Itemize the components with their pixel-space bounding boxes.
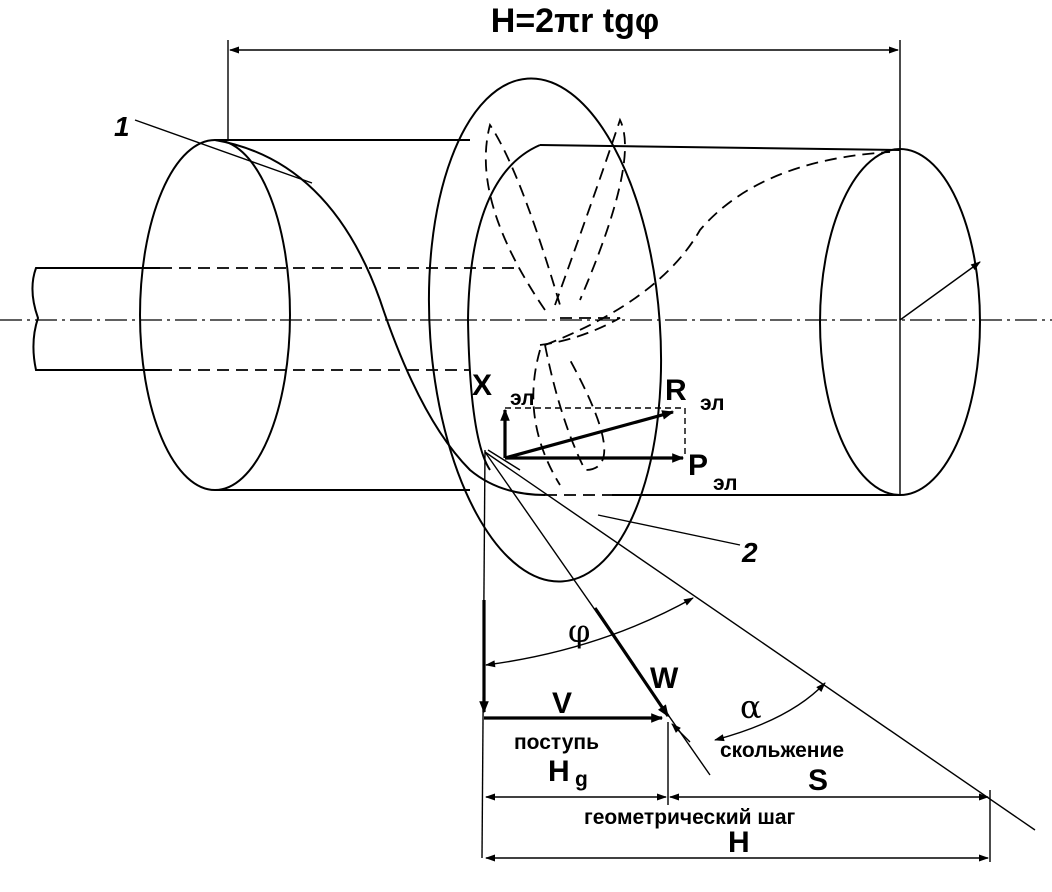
helix-line-1 bbox=[214, 139, 891, 496]
bottom-dimensions bbox=[485, 722, 991, 862]
radius-arrow bbox=[899, 261, 981, 321]
hg-label: H bbox=[548, 755, 570, 788]
x-force-label: X bbox=[472, 369, 492, 402]
title-formula: H=2πr tgφ bbox=[491, 2, 659, 40]
phi-label: φ bbox=[568, 612, 590, 650]
advance-label: поступь bbox=[514, 731, 599, 754]
top-dimension: H=2πr tgφ bbox=[227, 2, 901, 320]
p-force-label: P bbox=[688, 449, 708, 482]
leader-part-2 bbox=[597, 514, 741, 546]
phi-angle-arc bbox=[485, 597, 694, 668]
velocity-triangle bbox=[479, 449, 1036, 859]
x-force-subscript: эл bbox=[510, 387, 534, 410]
s-label: S bbox=[808, 764, 828, 797]
hg-subscript: g bbox=[575, 768, 588, 791]
part-label-2: 2 bbox=[741, 537, 758, 568]
r-force-subscript: эл bbox=[700, 392, 724, 415]
alpha-angle-arc bbox=[714, 682, 826, 742]
propeller-disk bbox=[427, 77, 663, 583]
shaft bbox=[31, 267, 160, 371]
v-label: V bbox=[552, 687, 572, 720]
part-label-1: 1 bbox=[114, 111, 130, 142]
force-vectors bbox=[487, 407, 686, 471]
h-bottom-label: H bbox=[728, 826, 750, 859]
w-label: W bbox=[650, 662, 679, 695]
left-cylinder bbox=[139, 139, 520, 491]
geometric-pitch-label: геометрический шаг bbox=[584, 806, 796, 829]
p-force-subscript: эл bbox=[713, 472, 737, 495]
alpha-label: α bbox=[740, 688, 762, 726]
r-force-vector bbox=[504, 410, 675, 460]
r-force-label: R bbox=[665, 374, 687, 407]
slip-label: скольжение bbox=[720, 739, 844, 762]
leader-part-1 bbox=[134, 119, 313, 184]
